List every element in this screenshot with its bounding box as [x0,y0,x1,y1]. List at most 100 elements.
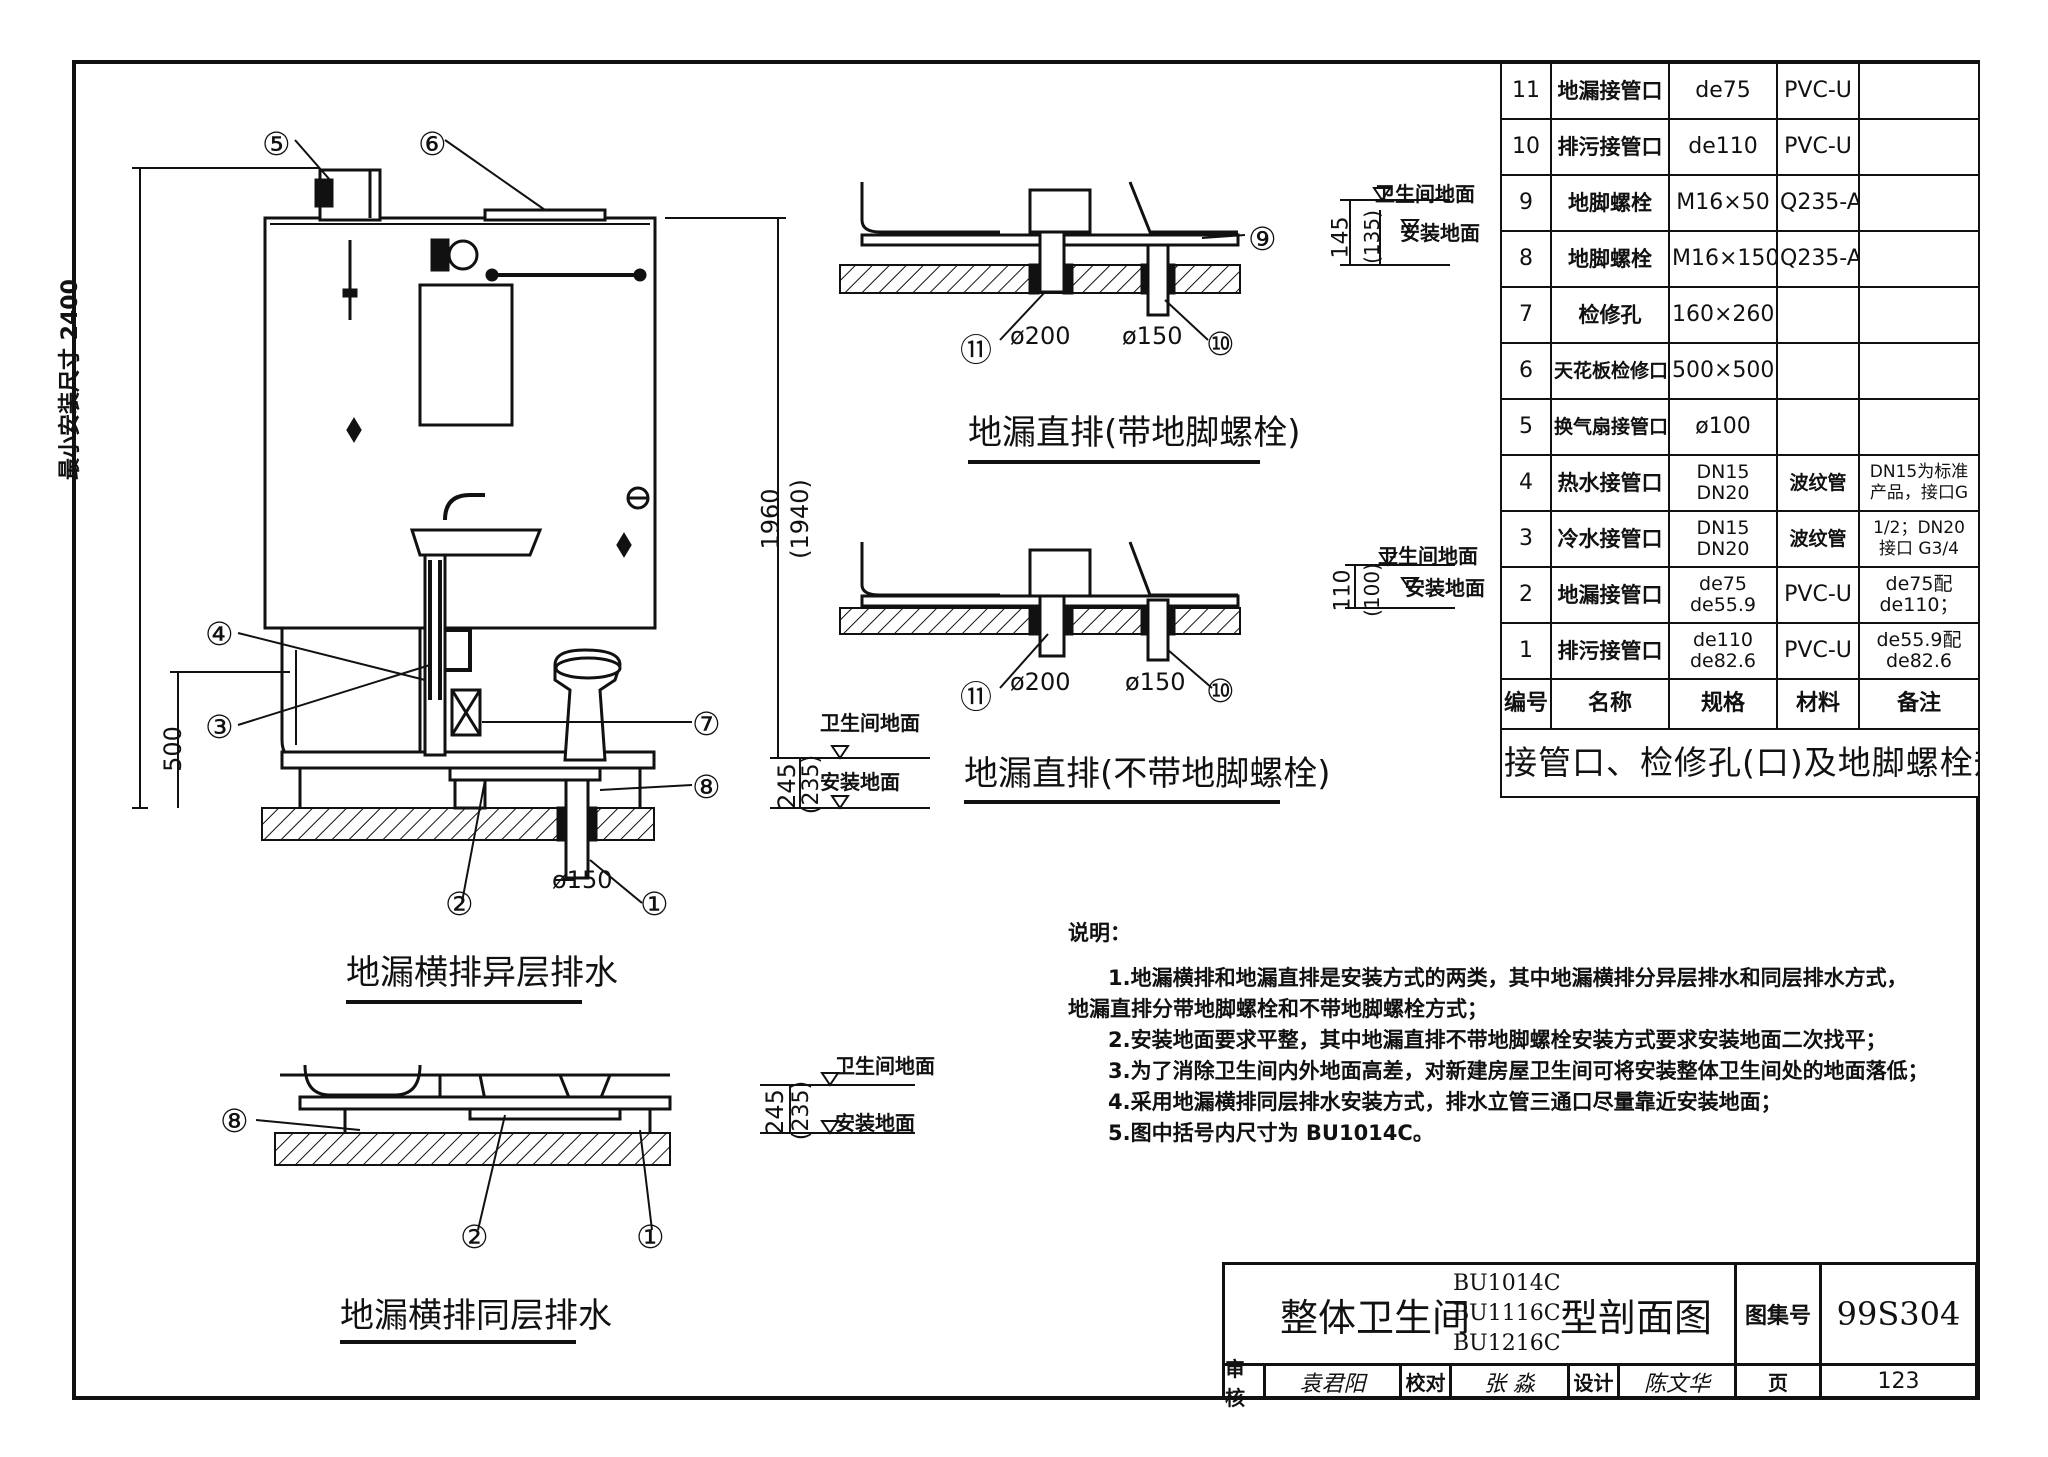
callout-3: ③ [205,708,234,746]
direct-bolt-install-label: 安装地面 [1400,221,1480,245]
page-label: 页 [1737,1366,1822,1400]
spec-note-line: 产品，接口G [1869,483,1969,503]
main-floor-label: 卫生间地面 [820,711,920,735]
spec-name: 地脚螺栓 [1550,174,1670,232]
main-dia-150: ø150 [552,866,613,894]
spec-no: 10 [1500,118,1552,176]
page-number: 123 [1822,1366,1978,1400]
direct-without-bolt-drawing [839,541,1241,662]
direct-nobolt-dim-100: (100) [1359,563,1384,617]
spec-size: 500×500 [1668,342,1778,400]
main-dimensions [132,139,930,904]
spec-row: 8 地脚螺栓 M16×150 Q235-A [1500,230,1980,288]
spec-header-material: 材料 [1776,678,1860,730]
title-block: 整体卫生间 BU1014C BU1116C BU1216C 型剖面图 图集号 9… [1222,1262,1978,1410]
spec-row: 5 换气扇接管口 ø100 [1500,398,1980,456]
spec-table: 11 地漏接管口 de75 PVC-U 10 排污接管口 de110 PVC-U… [1500,62,1980,798]
spec-name: 检修孔 [1550,286,1670,344]
spec-material [1776,342,1860,400]
spec-note-line: DN15为标准 [1869,462,1969,482]
same-floor-caption-underline [340,1340,576,1344]
design-label: 设计 [1570,1366,1620,1400]
direct-nobolt-callout-10: ⑩ [1206,672,1235,710]
review-label: 审核 [1222,1357,1266,1410]
spec-material: Q235-A [1776,174,1860,232]
same-floor-floor-label: 卫生间地面 [835,1054,935,1078]
spec-size: 160×260 [1668,286,1778,344]
review-signature: 袁君阳 [1266,1366,1402,1400]
mirror-cabinet [418,283,514,427]
spec-note-line: 接口 G3/4 [1879,539,1959,559]
direct-nobolt-floor-label: 卫生间地面 [1378,544,1478,568]
spec-no: 6 [1500,342,1552,400]
spec-name: 排污接管口 [1550,118,1670,176]
spec-size: de75 [1668,62,1778,120]
drawing-title-right: 型剖面图 [1560,1296,1713,1340]
main-elevation-drawing [261,168,657,880]
same-floor-callout-8: ⑧ [220,1102,249,1140]
same-floor-callout-2: ② [460,1218,489,1256]
bathtub [280,626,422,762]
spec-note [1858,62,1980,120]
spec-material: PVC-U [1776,622,1860,680]
spec-size: M16×150 [1668,230,1778,288]
callout-1: ① [640,885,669,923]
direct-nobolt-callout-11: ⑪ [960,678,993,716]
direct-bolt-dia-200: ø200 [1010,322,1071,350]
model-code: BU1216C [1453,1331,1561,1356]
direct-bolt-dim-145: 145 [1328,216,1354,259]
spec-no: 4 [1500,454,1552,512]
spec-table-caption: 接管口、检修孔(口)及地脚螺栓规格 [1500,728,1980,798]
spec-header-note: 备注 [1858,678,1980,730]
atlas-label: 图集号 [1737,1262,1822,1366]
direct-nobolt-dim-110: 110 [1330,569,1356,612]
main-dim-500: 500 [158,726,187,772]
wash-basin [409,528,543,557]
direct-nobolt-dia-200: ø200 [1010,668,1071,696]
same-floor-dim-245: 245 [760,1089,789,1135]
spec-no: 7 [1500,286,1552,344]
direct-bolt-dia-150: ø150 [1122,322,1183,350]
direct-nobolt-caption-underline [964,800,1280,804]
spec-name: 天花板检修口 [1550,342,1670,400]
spec-name: 地漏接管口 [1550,566,1670,624]
spec-note-line: de75配 [1885,573,1953,595]
spec-size-line: DN15 [1696,517,1750,539]
main-dim-1940: (1940) [785,479,814,559]
spec-size-line: DN20 [1696,482,1750,504]
spec-material [1776,286,1860,344]
note-line: 4.采用地漏横排同层排水安装方式，排水立管三通口尽量靠近安装地面； [1108,1090,1782,1114]
callout-5: ⑤ [262,125,291,163]
spec-row: 11 地漏接管口 de75 PVC-U [1500,62,1980,120]
spec-name: 地漏接管口 [1550,62,1670,120]
spec-size-line: de110 [1692,629,1753,651]
callout-8: ⑧ [692,768,721,806]
note-line: 3.为了消除卫生间内外地面高差，对新建房屋卫生间可将安装整体卫生间处的地面落低； [1108,1059,1929,1083]
spec-note [1858,398,1980,456]
callout-4: ④ [205,615,234,653]
check-signature: 张 淼 [1452,1366,1570,1400]
spec-name: 地脚螺栓 [1550,230,1670,288]
spec-material: PVC-U [1776,566,1860,624]
spec-size: M16×50 [1668,174,1778,232]
atlas-number: 99S304 [1822,1262,1978,1366]
callout-7: ⑦ [692,705,721,743]
spec-header-no: 编号 [1500,678,1552,730]
main-drain-pipe [564,766,590,880]
main-height-label: 最小安装尺寸 2400 [58,279,83,480]
notes-section: 说明： 1.地漏横排和地漏直排是安装方式的两类，其中地漏横排分异层排水和同层排水… [1068,918,1929,1149]
direct-without-bolt-dimensions [999,552,1455,689]
note-line: 1.地漏横排和地漏直排是安装方式的两类，其中地漏横排分异层排水和同层排水方式， [1108,966,1908,990]
spec-material: 波纹管 [1776,454,1860,512]
spec-name: 换气扇接管口 [1550,398,1670,456]
spec-size: ø100 [1668,398,1778,456]
model-code: BU1116C [1453,1301,1561,1326]
spec-note [1858,118,1980,176]
direct-bolt-callout-10: ⑩ [1206,325,1235,363]
spec-size-line: de75 [1699,573,1747,595]
spec-no: 2 [1500,566,1552,624]
